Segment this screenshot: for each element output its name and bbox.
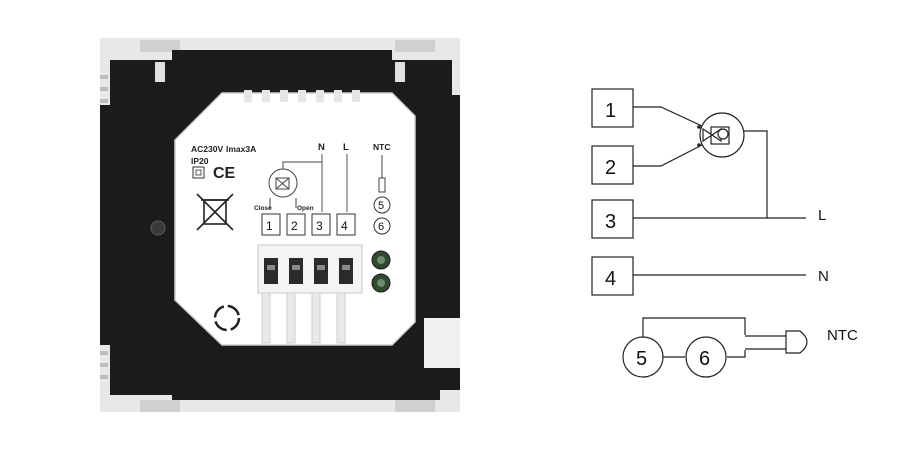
rating-voltage: AC230V <box>191 144 223 154</box>
housing-terminal-4: 4 <box>341 219 348 233</box>
weee-bin-icon <box>196 193 234 231</box>
clip-top-right <box>395 40 435 52</box>
svg-text:3: 3 <box>605 211 616 233</box>
housing-terminal-3: 3 <box>316 219 323 233</box>
ce-mark: CE <box>213 165 236 182</box>
screw-terminal-blocks <box>257 244 391 344</box>
valve-motor-icon <box>268 161 323 210</box>
clip-top-left <box>140 40 180 52</box>
housing-label-n: N <box>318 142 325 153</box>
svg-text:4: 4 <box>605 268 616 290</box>
housing-label-l: L <box>343 142 349 153</box>
svg-text:6: 6 <box>699 348 710 370</box>
valve-close-label: Close <box>254 205 272 212</box>
ip-rating: IP20 <box>191 156 209 166</box>
housing-ribs <box>244 90 360 102</box>
valve-actuator-icon <box>697 112 745 158</box>
clip-bottom-right <box>395 400 435 412</box>
housing-terminal-2: 2 <box>291 219 298 233</box>
diagram-terminal-4: 4 <box>591 256 634 296</box>
diagram-terminal-6: 6 <box>685 336 727 378</box>
svg-text:5: 5 <box>636 348 647 370</box>
svg-text:1: 1 <box>605 100 616 122</box>
double-insulation-icon <box>192 166 205 179</box>
housing-terminal-1: 1 <box>266 219 273 233</box>
diagram-terminal-3: 3 <box>591 199 634 239</box>
rating-current: Imax3A <box>226 144 256 154</box>
clip-bottom-left <box>140 400 180 412</box>
ntc-probe-icon <box>785 330 808 354</box>
line-label-l: L <box>818 207 826 224</box>
valve-open-label: Open <box>297 205 314 212</box>
diagram-terminal-1: 1 <box>591 88 634 128</box>
plate-notch <box>424 318 460 368</box>
svg-text:2: 2 <box>605 157 616 179</box>
diagram-terminal-5: 5 <box>622 336 664 378</box>
line-label-n: N <box>818 268 829 285</box>
plate-slot <box>155 62 165 82</box>
sensor-label-ntc: NTC <box>827 327 858 344</box>
thermostat-back-photo: AC230V Imax3A IP20 CE Close Open N L NTC… <box>100 38 460 412</box>
housing-label-ntc: NTC <box>373 142 390 152</box>
plate-slot <box>395 62 405 82</box>
housing-terminal-6: 6 <box>378 221 384 233</box>
screw-hole-icon <box>150 220 166 236</box>
ntc-sensor-icon <box>378 155 386 193</box>
mounting-ring-icon <box>213 304 241 332</box>
housing-terminal-row: 1 2 3 4 <box>261 213 356 236</box>
diagram-terminal-2: 2 <box>591 145 634 185</box>
housing-terminal-5: 5 <box>378 200 384 212</box>
diagram-wires <box>633 106 806 358</box>
housing-ntc-terminals: 5 6 <box>373 196 391 235</box>
